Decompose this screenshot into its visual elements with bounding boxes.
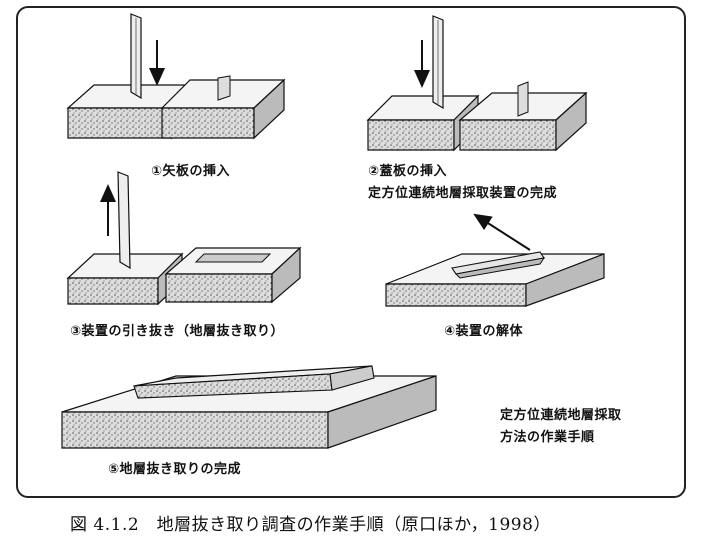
step5-label: ⑤地層抜き取りの完成 [108,462,242,477]
figure-frame [16,6,686,498]
note-line1: 定方位連続地層採取 [500,408,622,423]
step4-block [385,253,605,307]
step1-sheet-pile [130,13,142,100]
step3-groove [194,253,272,263]
step2-sublabel: 定方位連続地層採取装置の完成 [368,186,558,201]
step1-cover-piece [217,75,231,101]
step3-label: ③装置の引き抜き（地層抜き取り） [70,324,285,339]
step2-sheet-pile [432,15,444,110]
step4-device [451,251,546,279]
step3-device [117,171,131,270]
step4-arrow [473,213,531,251]
figure-caption: 図 4.1.2 地層抜き取り調査の作業手順（原口ほか，1998） [70,515,551,535]
step5-sample [133,365,375,399]
step1-label: ①矢板の挿入 [151,164,231,179]
step1-block-left [66,83,198,140]
step2-label: ②蓋板の挿入 [368,164,448,179]
step2-cover-plate [517,81,529,117]
note-line2: 方法の作業手順 [500,430,595,445]
step4-label: ④装置の解体 [444,324,524,339]
